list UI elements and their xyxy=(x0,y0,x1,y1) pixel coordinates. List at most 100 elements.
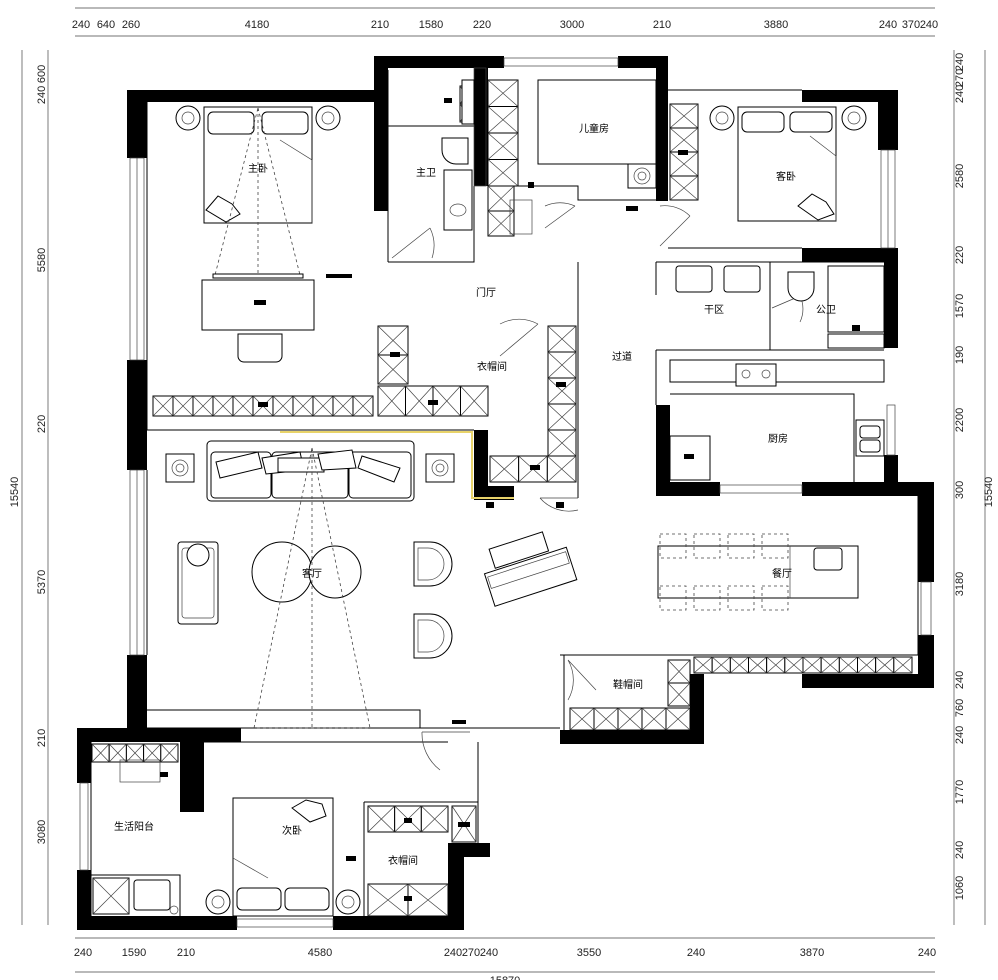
wall-segment xyxy=(77,728,241,742)
wall-segment xyxy=(448,843,490,857)
label-master-bath: 主卫 xyxy=(416,167,436,179)
door-kids-room xyxy=(544,202,576,229)
wall-segment xyxy=(560,730,704,744)
dim-top-2: 260 xyxy=(122,19,140,31)
label-master-bedroom: 主卧 xyxy=(248,162,268,175)
cabinet-cross xyxy=(432,385,461,417)
cabinet-cross xyxy=(367,883,409,917)
dim-right-14: 240 xyxy=(954,841,966,859)
cabinet-cross xyxy=(665,707,691,731)
side-table xyxy=(425,453,455,483)
label-dry-area: 干区 xyxy=(704,304,724,316)
dim-right-7: 2200 xyxy=(954,408,966,432)
dim-bottom-2: 210 xyxy=(177,947,195,959)
label-corridor: 过道 xyxy=(612,350,632,363)
dim-right-5: 1570 xyxy=(954,294,966,318)
wall-segment xyxy=(77,728,91,783)
cabinet-cross xyxy=(669,151,699,177)
counter xyxy=(669,359,885,383)
cabinet-cross xyxy=(766,656,786,674)
nightstand-lamp xyxy=(175,105,201,131)
dim-bottom-8: 240 xyxy=(687,947,705,959)
cabinet-cross xyxy=(547,377,577,405)
cabinet-cross xyxy=(547,455,577,483)
cabinet-cross xyxy=(212,395,234,417)
wall-segment xyxy=(180,742,204,812)
dim-top-12: 240 xyxy=(920,19,938,31)
cabinet-cross xyxy=(312,395,334,417)
wall-segment xyxy=(884,248,898,348)
cabinet-cross xyxy=(192,395,214,417)
wall-segment xyxy=(618,56,668,68)
dim-right-15: 1060 xyxy=(954,876,966,900)
wall-segment xyxy=(127,360,147,430)
dim-bottom-6: 240 xyxy=(480,947,498,959)
dim-bottom-5: 270 xyxy=(462,947,480,959)
dim-top-1: 640 xyxy=(97,19,115,31)
dim-left-2: 5580 xyxy=(36,248,48,272)
coffee-table xyxy=(308,545,362,599)
cabinet-cross xyxy=(487,79,519,107)
dim-left-0: 240 xyxy=(36,86,48,104)
cabinet-cross xyxy=(487,132,519,160)
cabinet-cross xyxy=(547,403,577,431)
cabinet-cross xyxy=(669,175,699,201)
door-closet-1 xyxy=(499,318,539,357)
dim-bottom-total: 15870 xyxy=(490,975,521,980)
wall-segment xyxy=(884,455,898,495)
room-labels: 主卧 主卫 儿童房 客卧 门厅 衣帽间 过道 干区 公卫 厨房 客厅 餐厅 鞋帽… xyxy=(114,122,836,867)
wall-segment xyxy=(690,674,704,744)
wall-segment xyxy=(374,56,388,211)
dim-left-5: 210 xyxy=(36,729,48,747)
cabinet-cross xyxy=(460,385,489,417)
nightstand-lamp xyxy=(315,105,341,131)
cabinet-cross xyxy=(91,743,110,763)
dim-right-3: 2580 xyxy=(954,164,966,188)
cabinet-cross xyxy=(667,682,691,707)
cabinet-cross xyxy=(126,743,144,763)
dim-top-5: 1580 xyxy=(419,19,443,31)
door-entry xyxy=(539,497,579,512)
cabinet-cross xyxy=(407,883,449,917)
cabinet-cross xyxy=(641,707,667,731)
dim-right-0: 240 xyxy=(954,53,966,71)
cabinet-cross xyxy=(377,354,409,385)
wall-segment xyxy=(802,248,898,262)
lounge-chair xyxy=(177,541,219,625)
wall-segment xyxy=(918,482,934,582)
dining-chairs xyxy=(659,533,789,611)
cabinet-cross xyxy=(669,103,699,129)
dim-top-11: 370 xyxy=(902,19,920,31)
dim-left-3: 220 xyxy=(36,415,48,433)
cabinet-cross xyxy=(232,395,254,417)
cabinet-cross xyxy=(143,743,162,763)
cabinet-cross xyxy=(802,656,822,674)
cabinet-cross xyxy=(669,127,699,153)
cabinet-cross xyxy=(617,707,643,731)
cabinet-cross xyxy=(292,395,314,417)
dim-bottom-3: 4580 xyxy=(308,947,332,959)
dim-bottom-4: 240 xyxy=(444,947,462,959)
cabinet-cross xyxy=(487,159,519,187)
bed-kids xyxy=(537,79,657,165)
wall-segment xyxy=(802,482,934,496)
cabinet-cross xyxy=(893,656,913,674)
cabinet-cross xyxy=(272,395,294,417)
cabinet-cross xyxy=(593,707,619,731)
wall-segment xyxy=(127,655,147,730)
wall-segment xyxy=(474,430,488,500)
left-dimensions: 240 600 5580 220 5370 210 3080 15540 xyxy=(9,65,48,844)
cabinet-cross xyxy=(730,656,749,674)
cabinet-cross xyxy=(377,385,406,417)
dim-right-2: 240 xyxy=(954,85,966,103)
label-public-bath: 公卫 xyxy=(816,305,836,316)
cabinet-cross xyxy=(748,656,767,674)
wall-segment xyxy=(127,430,147,470)
wall-segment xyxy=(656,405,670,495)
cabinet-cross xyxy=(332,395,354,417)
wall-segment xyxy=(878,90,898,150)
laundry-sink xyxy=(133,879,171,911)
dim-right-8: 300 xyxy=(954,481,966,499)
armchair xyxy=(413,541,453,587)
side-table xyxy=(165,453,195,483)
